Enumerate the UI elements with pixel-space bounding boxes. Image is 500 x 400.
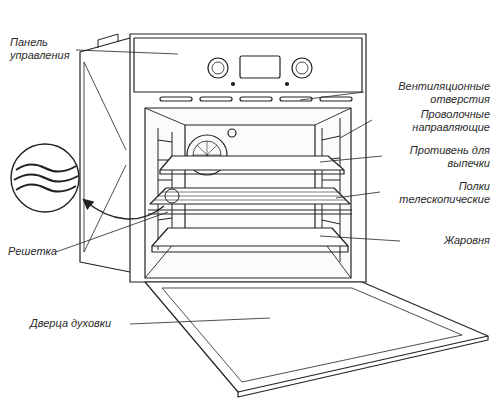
leader-line (130, 318, 270, 324)
oven-door (145, 282, 488, 392)
zoom-arrow (84, 200, 164, 219)
detail-marker (165, 189, 179, 203)
telescopic-rail (148, 210, 352, 214)
leader-line (320, 156, 382, 162)
part-label: Проволочные направляющие (374, 108, 490, 134)
vent-slot (200, 97, 232, 101)
vent-slot (160, 97, 192, 101)
side-brace (84, 62, 126, 252)
part-label: Полки телескопические (382, 180, 490, 206)
leader-line (76, 50, 178, 54)
oven-lamp (228, 129, 236, 137)
leader-line (320, 236, 400, 241)
grille-wires (154, 192, 346, 200)
door-glass (162, 288, 462, 382)
display (240, 56, 280, 78)
knob (208, 58, 228, 78)
zoom-grille-detail (14, 164, 78, 191)
oven-cavity (145, 108, 351, 278)
knob (292, 58, 312, 78)
knob-inner (212, 62, 224, 74)
baking-tray (160, 156, 344, 170)
roasting-pan (152, 228, 348, 246)
part-label: Дверца духовки (30, 317, 140, 330)
leader-line (336, 192, 380, 198)
part-label: Панель управления (10, 36, 76, 62)
leader-line (300, 92, 364, 100)
leader-line (340, 120, 372, 138)
part-label: Вентиляционные отверстия (364, 80, 490, 106)
knob-inner (296, 62, 308, 74)
part-label: Жаровня (402, 234, 490, 247)
oven-front (130, 34, 366, 282)
cavity-edge (145, 108, 351, 278)
leader-line (56, 212, 168, 252)
part-label: Решетка (8, 245, 68, 258)
part-label: Противень для выпечки (384, 144, 490, 170)
vent-slot (240, 97, 272, 101)
door-edge (238, 336, 488, 397)
indicator (286, 83, 289, 86)
vent-slot (320, 97, 352, 101)
oven-side (80, 38, 130, 272)
zoom-circle (11, 144, 79, 212)
roasting-pan-edge (152, 246, 348, 252)
baking-tray-edge (160, 170, 344, 174)
mount-bracket (98, 34, 118, 48)
indicator (232, 83, 235, 86)
control-panel (134, 38, 362, 92)
grille (150, 188, 350, 204)
